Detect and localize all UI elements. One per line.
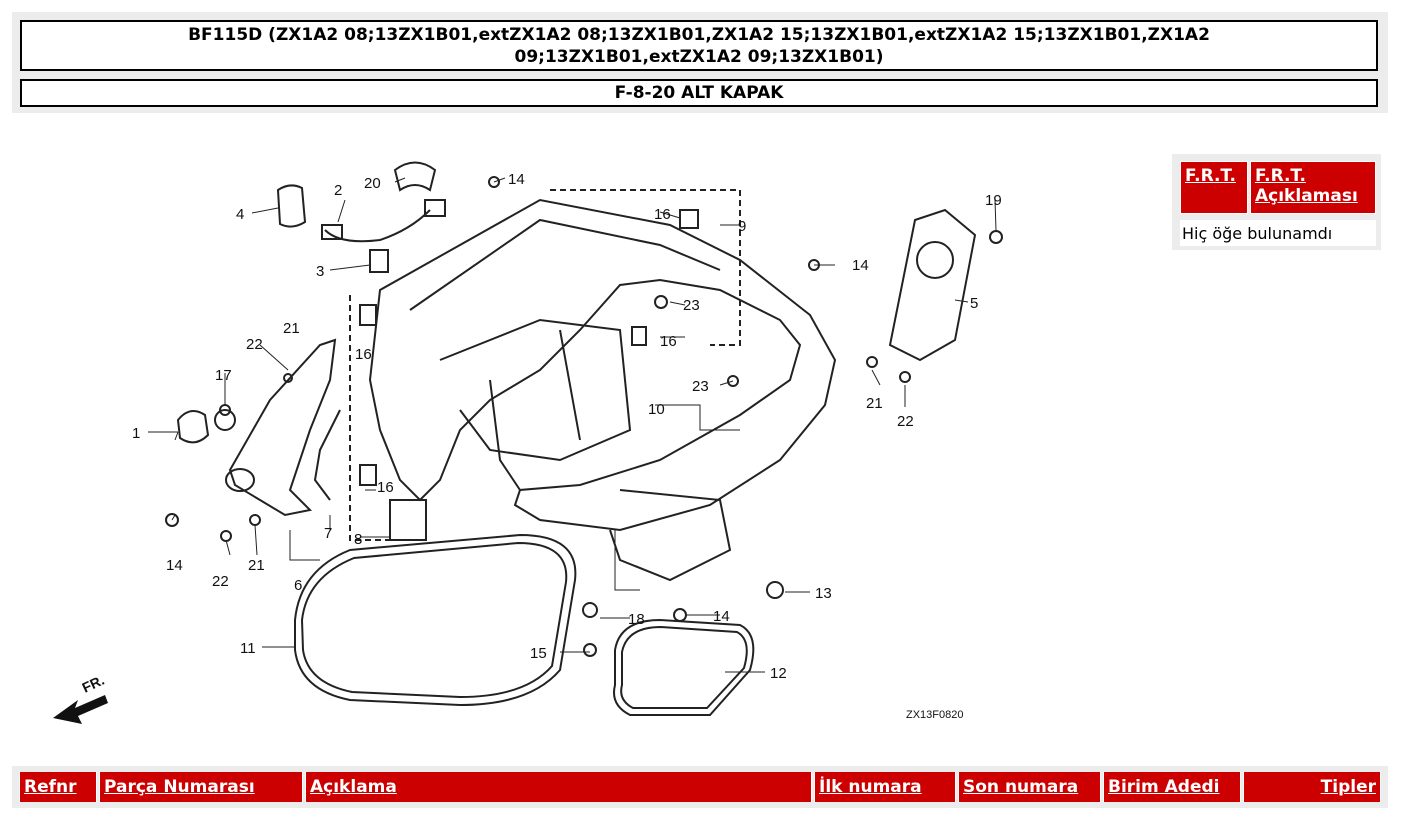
parts-table-header: Refnr Parça Numarası Açıklama İlk numara… [12, 766, 1388, 808]
callout-14a: 14 [508, 171, 525, 188]
callout-11: 11 [240, 640, 256, 657]
callout-14b: 14 [852, 257, 869, 274]
callout-21b: 21 [866, 395, 883, 412]
callout-17: 17 [215, 367, 232, 384]
callout-22c: 22 [212, 573, 229, 590]
callout-21a: 21 [283, 320, 300, 337]
callout-16d: 16 [377, 479, 394, 496]
frt-description-label[interactable]: F.R.T. Açıklaması [1255, 166, 1358, 206]
column-refnr[interactable]: Refnr [19, 772, 97, 802]
frt-label[interactable]: F.R.T. [1185, 166, 1236, 186]
part-1-grommet [176, 410, 210, 444]
seal-11 [294, 533, 577, 707]
callout-4: 4 [236, 206, 244, 223]
callout-8: 8 [354, 531, 362, 548]
callout-22a: 22 [246, 336, 263, 353]
left-side-cover [228, 338, 337, 517]
callout-labels: 1 2 3 4 5 6 7 8 9 10 11 12 13 14 14 14 1… [132, 171, 1002, 721]
seal-12 [613, 618, 755, 716]
callout-23a: 23 [683, 297, 700, 314]
callout-12: 12 [770, 665, 787, 682]
part-5-plate [888, 208, 977, 362]
drawing-code: ZX13F0820 [906, 709, 963, 721]
callout-22b: 22 [897, 413, 914, 430]
callout-13: 13 [815, 585, 832, 602]
column-description[interactable]: Açıklama [305, 772, 812, 802]
frt-panel: F.R.T. F.R.T. Açıklaması Hiç öğe bulunam… [1172, 154, 1381, 250]
lower-cover-body [368, 198, 837, 532]
seal-strip [313, 409, 341, 501]
column-part-number[interactable]: Parça Numarası [99, 772, 303, 802]
callout-10: 10 [648, 401, 665, 418]
callout-18: 18 [628, 611, 645, 628]
direction-arrow-icon: FR. [53, 672, 108, 724]
frt-column-header[interactable]: F.R.T. [1180, 161, 1248, 214]
callout-1: 1 [132, 425, 140, 442]
parts-diagram[interactable]: FR. 1 2 3 4 5 6 7 8 9 10 11 12 13 14 14 … [20, 130, 1160, 750]
column-last-number[interactable]: Son numara [958, 772, 1101, 802]
column-unit-quantity[interactable]: Birim Adedi [1103, 772, 1241, 802]
callout-23b: 23 [692, 378, 709, 395]
callout-19: 19 [985, 192, 1002, 209]
frt-empty-message: Hiç öğe bulunamdı [1180, 220, 1376, 246]
column-types[interactable]: Tipler [1243, 772, 1381, 802]
callout-5: 5 [970, 295, 978, 312]
callout-20: 20 [364, 175, 381, 192]
callout-16c: 16 [660, 333, 677, 350]
callout-16a: 16 [654, 206, 671, 223]
section-title: F-8-20 ALT KAPAK [20, 79, 1378, 107]
callout-9: 9 [738, 218, 746, 235]
callout-15: 15 [530, 645, 547, 662]
frt-description-column-header[interactable]: F.R.T. Açıklaması [1250, 161, 1376, 214]
callout-16b: 16 [355, 346, 372, 363]
callout-7: 7 [324, 525, 332, 542]
title-panel: BF115D (ZX1A2 08;13ZX1B01,extZX1A2 08;13… [12, 12, 1388, 113]
callout-2: 2 [334, 182, 342, 199]
callout-3: 3 [316, 263, 324, 280]
callout-14c: 14 [166, 557, 183, 574]
part-4 [276, 184, 307, 228]
callout-14d: 14 [713, 608, 730, 625]
model-title: BF115D (ZX1A2 08;13ZX1B01,extZX1A2 08;13… [20, 20, 1378, 71]
direction-label: FR. [80, 672, 107, 696]
callout-21c: 21 [248, 557, 265, 574]
callout-6: 6 [294, 577, 302, 594]
column-first-number[interactable]: İlk numara [814, 772, 956, 802]
